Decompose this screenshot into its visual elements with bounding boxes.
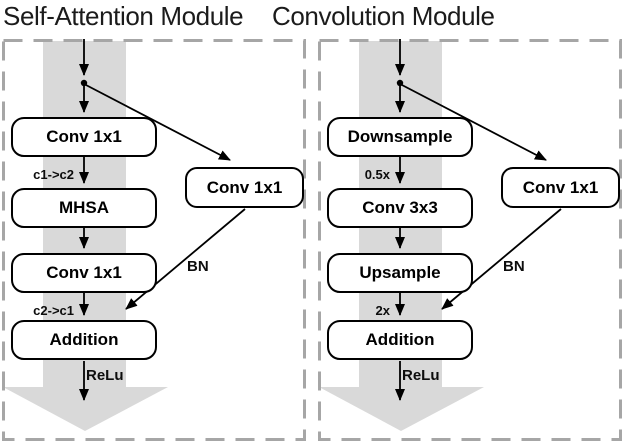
edge-label-c1-c2: c1->c2: [33, 167, 74, 182]
residual-big-arrowhead: [319, 387, 484, 431]
edge-label-bn: BN: [187, 258, 209, 275]
edge-label-relu: ReLu: [402, 367, 440, 384]
edge-label-downscale-factor: 0.5x: [364, 167, 390, 182]
node-conv1x1-expand: Conv 1x1: [11, 253, 157, 293]
convolution-module-title: Convolution Module: [272, 1, 495, 31]
junction-dot: [80, 79, 88, 87]
node-branch-conv1x1: Conv 1x1: [185, 167, 304, 208]
module-dashed-border: [318, 39, 622, 441]
edge-label-upscale-factor: 2x: [375, 303, 390, 318]
node-branch-conv1x1: Conv 1x1: [501, 167, 620, 208]
self-attention-module-title: Self-Attention Module: [3, 1, 244, 31]
node-addition: Addition: [327, 320, 473, 360]
convolution-wires: [318, 39, 622, 441]
self-attention-module-panel: Conv 1x1 MHSA Conv 1x1 Addition Conv 1x1…: [2, 39, 306, 441]
branch-input-arrow: [401, 84, 547, 161]
node-conv3x3: Conv 3x3: [327, 188, 473, 228]
self-attention-wires: [2, 39, 306, 441]
edge-label-bn: BN: [503, 258, 525, 275]
node-addition: Addition: [11, 320, 157, 360]
node-mhsa: MHSA: [11, 188, 157, 228]
junction-dot: [396, 79, 404, 87]
branch-input-arrow: [85, 84, 231, 161]
node-downsample: Downsample: [327, 117, 473, 157]
edge-label-relu: ReLu: [86, 367, 124, 384]
residual-big-arrowhead: [3, 387, 168, 431]
convolution-module-panel: Downsample Conv 3x3 Upsample Addition Co…: [318, 39, 622, 441]
node-conv1x1-reduce: Conv 1x1: [11, 117, 157, 157]
module-dashed-border: [2, 39, 306, 441]
node-upsample: Upsample: [327, 253, 473, 293]
edge-label-c2-c1: c2->c1: [33, 303, 74, 318]
